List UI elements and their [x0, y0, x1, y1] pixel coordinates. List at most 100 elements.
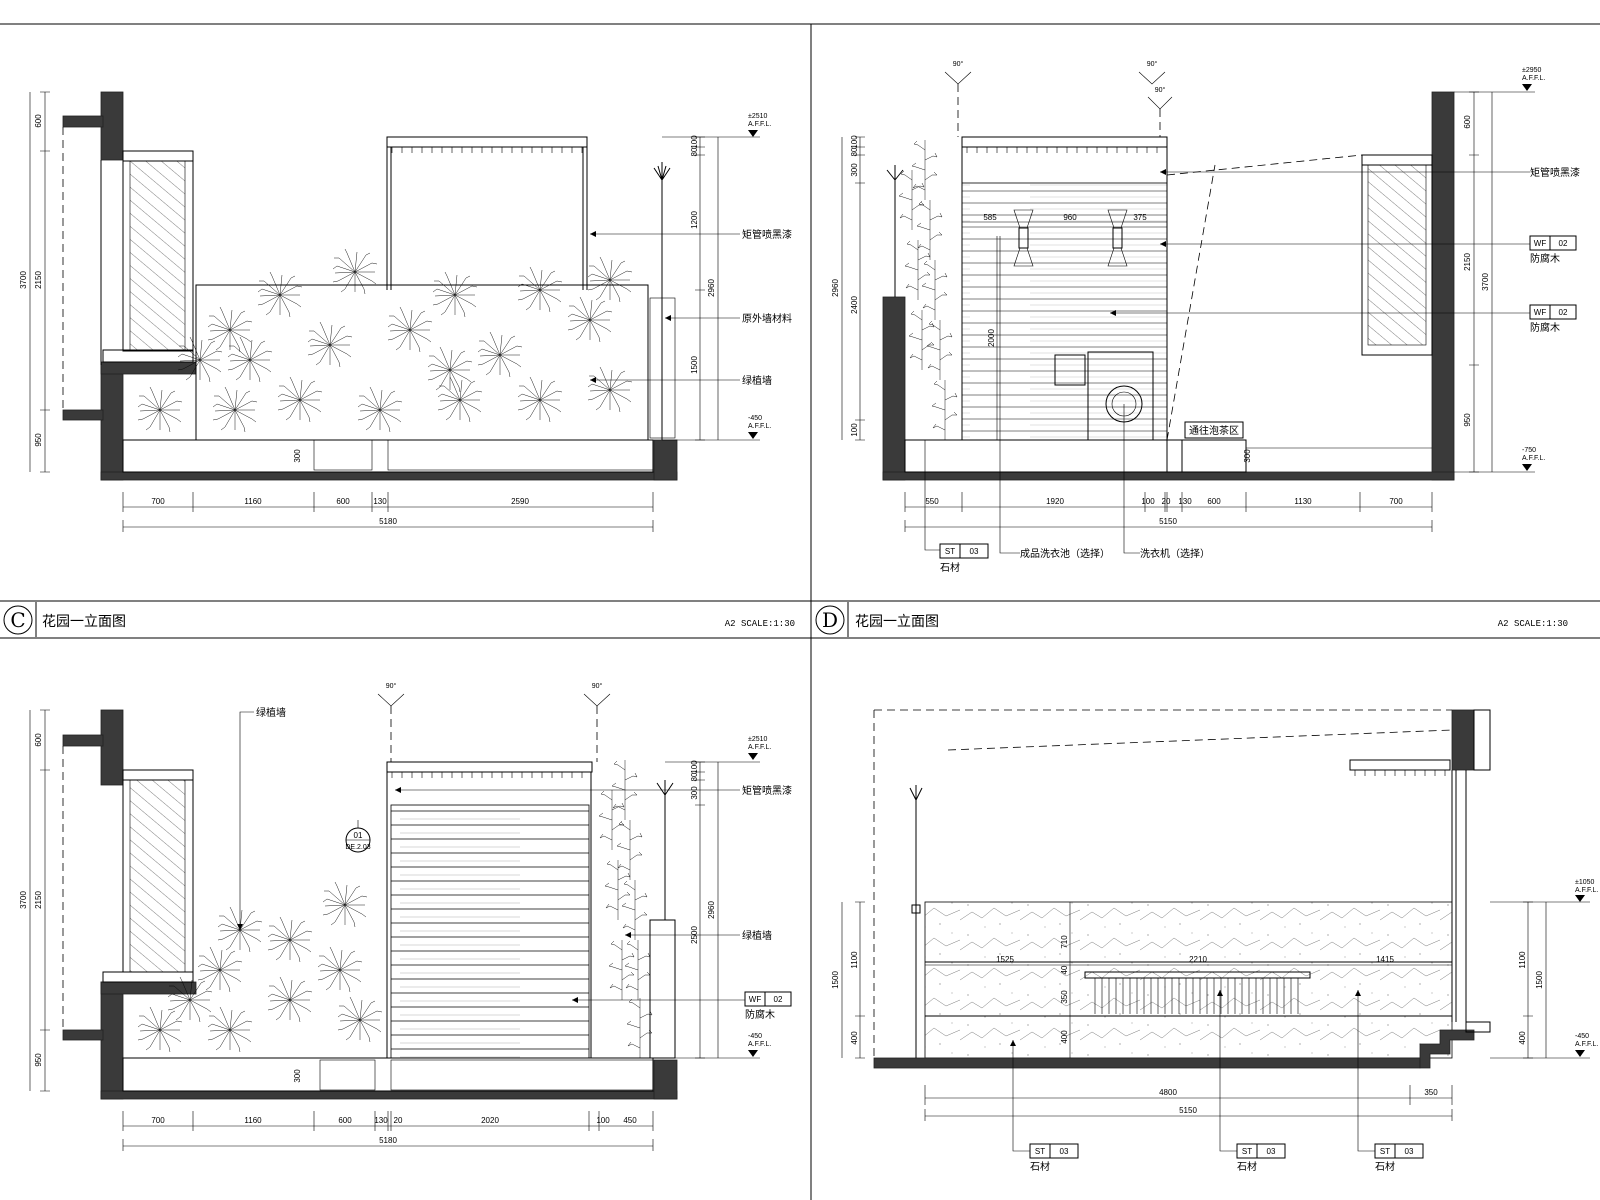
svg-text:700: 700: [151, 497, 165, 506]
svg-text:矩管喷黑漆: 矩管喷黑漆: [1530, 166, 1580, 179]
title-name: 花园一立面图: [42, 614, 126, 630]
wood-screen: [961, 182, 1168, 441]
svg-text:ST: ST: [1380, 1147, 1390, 1156]
bamboo: [598, 759, 653, 1059]
svg-text:1920: 1920: [1046, 497, 1064, 506]
svg-text:20: 20: [394, 1116, 403, 1125]
svg-text:防腐木: 防腐木: [1530, 252, 1560, 265]
svg-text:3700: 3700: [1481, 273, 1490, 291]
svg-text:90°: 90°: [1147, 60, 1158, 68]
svg-text:90°: 90°: [1155, 86, 1166, 94]
svg-text:-750: -750: [1522, 447, 1536, 454]
svg-text:1160: 1160: [244, 497, 262, 506]
elevation-top-left: 600 2150 950 3700 100 80 1200 1500 2960 …: [19, 91, 792, 532]
svg-text:1100: 1100: [1518, 951, 1527, 969]
svg-text:600: 600: [34, 733, 43, 747]
pergola-beam: [386, 136, 588, 148]
svg-text:WF: WF: [1534, 239, 1547, 248]
svg-text:±2950: ±2950: [1522, 67, 1542, 74]
svg-text:3700: 3700: [19, 271, 28, 289]
title-scale: A2 SCALE:1:30: [725, 619, 795, 629]
svg-text:1500: 1500: [831, 971, 840, 989]
title-scale: A2 SCALE:1:30: [1498, 619, 1568, 629]
title-d: D 花园一立面图 A2 SCALE:1:30: [815, 602, 1568, 637]
svg-text:-450: -450: [1575, 1033, 1589, 1040]
svg-text:成品洗衣池（选择）: 成品洗衣池（选择）: [1020, 547, 1110, 560]
svg-text:600: 600: [34, 114, 43, 128]
svg-text:80: 80: [690, 147, 699, 156]
svg-text:A.F.F.L.: A.F.F.L.: [1575, 887, 1598, 894]
title-bar: C 花园一立面图 A2 SCALE:1:30 D 花园一立面图 A2 SCALE…: [3, 602, 1568, 637]
floor-slab: [100, 471, 678, 481]
svg-text:1200: 1200: [690, 211, 699, 229]
svg-text:ST: ST: [1035, 1147, 1045, 1156]
svg-text:绿植墙: 绿植墙: [256, 706, 286, 719]
svg-text:2400: 2400: [850, 296, 859, 314]
bamboo: [898, 139, 958, 441]
svg-text:5150: 5150: [1159, 517, 1177, 526]
sign-text: 通往泡茶区: [1189, 424, 1239, 437]
svg-text:A.F.F.L.: A.F.F.L.: [748, 121, 771, 128]
svg-text:5150: 5150: [1179, 1106, 1197, 1115]
svg-text:ST: ST: [945, 547, 955, 556]
svg-text:2960: 2960: [707, 901, 716, 919]
svg-text:40: 40: [1060, 965, 1069, 974]
svg-text:950: 950: [34, 433, 43, 447]
svg-text:1500: 1500: [690, 356, 699, 374]
svg-text:2150: 2150: [1463, 253, 1472, 271]
window-glass: [129, 160, 186, 352]
svg-text:5180: 5180: [379, 1136, 397, 1145]
svg-text:80: 80: [850, 147, 859, 156]
elevation-top-right: 通往泡茶区 90° 90° 90° 100 80 300: [831, 60, 1580, 574]
svg-text:1160: 1160: [244, 1116, 262, 1125]
svg-text:300: 300: [293, 1069, 302, 1083]
svg-text:100: 100: [850, 135, 859, 149]
svg-text:WF: WF: [1534, 308, 1547, 317]
svg-text:130: 130: [373, 497, 387, 506]
svg-text:03: 03: [970, 547, 979, 556]
svg-text:防腐木: 防腐木: [745, 1008, 775, 1021]
elevation-bottom-right: 1100 1500 400 710 40 350 400 1525 2210 1…: [831, 709, 1598, 1173]
svg-text:90°: 90°: [592, 682, 603, 690]
svg-text:石材: 石材: [1375, 1160, 1395, 1173]
wall-column: [100, 91, 124, 161]
sheet-frame: [0, 23, 1600, 1200]
svg-text:-450: -450: [748, 1033, 762, 1040]
svg-text:700: 700: [1389, 497, 1403, 506]
svg-text:2960: 2960: [831, 279, 840, 297]
svg-text:03: 03: [1405, 1147, 1414, 1156]
svg-text:5180: 5180: [379, 517, 397, 526]
dims-left: 600 2150 3700 950: [19, 709, 50, 1092]
dims-bottom: 550 1920 100 20 130 600 1130 700 5150: [904, 492, 1433, 532]
svg-text:90°: 90°: [386, 682, 397, 690]
svg-text:02: 02: [774, 995, 783, 1004]
svg-text:950: 950: [34, 1053, 43, 1067]
title-name: 花园一立面图: [855, 614, 939, 630]
dims-left: 1100 1500 400: [831, 901, 865, 1059]
svg-text:710: 710: [1060, 935, 1069, 949]
detail-tag: 01 DE.2.03: [345, 820, 371, 853]
dims-bottom: 700 1160 600 130 20 2020 100 450 5180: [122, 1111, 654, 1151]
svg-text:1100: 1100: [850, 951, 859, 969]
svg-text:300: 300: [293, 449, 302, 463]
svg-text:450: 450: [623, 1116, 637, 1125]
svg-text:130: 130: [374, 1116, 388, 1125]
svg-text:400: 400: [1518, 1031, 1527, 1045]
svg-text:03: 03: [1267, 1147, 1276, 1156]
svg-text:300: 300: [1243, 449, 1252, 463]
svg-text:350: 350: [1060, 990, 1069, 1004]
svg-text:绿植墙: 绿植墙: [742, 374, 772, 387]
svg-text:375: 375: [1133, 213, 1147, 222]
dims-right: 100 80 1200 1500 2960 ±2510 A.F.F.L. -45…: [662, 113, 771, 441]
floor-slab: [882, 471, 1455, 481]
svg-text:±2510: ±2510: [748, 736, 768, 743]
title-letter: C: [10, 608, 25, 632]
svg-text:1415: 1415: [1376, 955, 1394, 964]
annotations: 矩管喷黑漆 WF 02 防腐木 WF 02 防腐木 300: [1110, 166, 1580, 463]
dims-bottom: 700 1160 600 130 2590 5180: [122, 492, 654, 532]
svg-text:4800: 4800: [1159, 1088, 1177, 1097]
svg-text:3700: 3700: [19, 891, 28, 909]
material-tags: ST 03 石材 ST 03 石材 ST 03 石材: [1010, 990, 1424, 1173]
svg-text:600: 600: [338, 1116, 352, 1125]
svg-text:2000: 2000: [987, 329, 996, 347]
